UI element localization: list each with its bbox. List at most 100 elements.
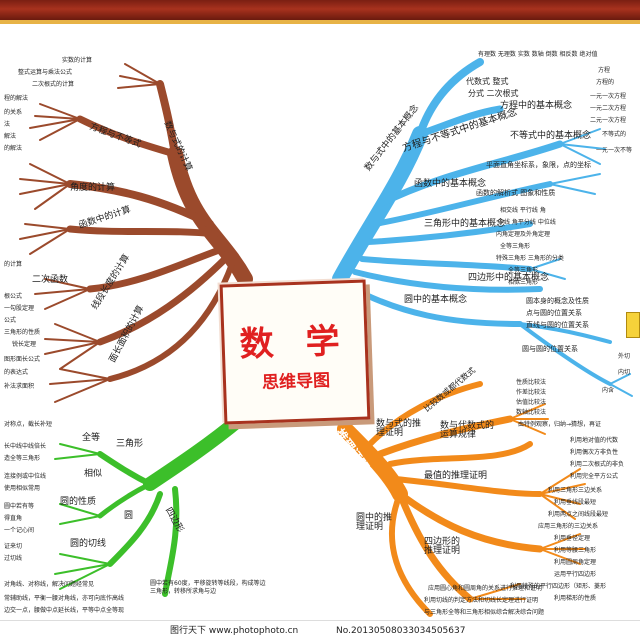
brown-sub-label: 角度的计算 — [70, 183, 116, 193]
blue-leaf: 全等三角形 — [500, 243, 531, 250]
orange-leaf: 利用完全平方公式 — [570, 473, 619, 480]
blue-sub-label: 三角形中的基本概念 — [424, 219, 506, 229]
brown-leaf: 一勾股定理 — [4, 305, 35, 312]
center-title: 数 学 — [239, 321, 351, 365]
green-leaf: 一个记心间 — [4, 527, 35, 534]
green-leaf: 圆中若有等 — [4, 503, 35, 510]
blue-leaf: 有理数 无理数 实数 数轴 倒数 相反数 绝对值 — [478, 51, 598, 58]
brown-leaf: 程的解法 — [4, 95, 29, 102]
blue-sub-label: 函数中的基本概念 — [414, 179, 487, 189]
brown-leaf: 根公式 — [4, 293, 23, 300]
blue-leaf: 外切 — [618, 353, 631, 360]
orange-branch-lines — [337, 381, 586, 617]
blue-branch-lines — [332, 58, 633, 397]
center-title-card: 数 学 思维导图 — [219, 279, 371, 425]
green-sub-label: 相似 — [84, 469, 103, 479]
blue-leaf: 二元一次方程 — [590, 117, 627, 124]
brown-leaf: 整式运算与乘法公式 — [18, 69, 73, 76]
blue-leaf: 相似三角形 — [508, 279, 539, 286]
blue-leaf: 代数式 整式 — [466, 77, 509, 86]
orange-leaf: 利用特殊的平行四边形（矩形、菱形 — [510, 583, 607, 590]
orange-leaf: 作差比较法 — [516, 389, 547, 396]
blue-sub-label: 圆本身的概念及性质 — [526, 297, 589, 305]
brown-leaf: 锐长定理 — [12, 341, 37, 348]
orange-sub-label: 数与式的推理证明 — [376, 419, 422, 438]
blue-leaf: 一元一次方程 — [590, 93, 627, 100]
green-sub-label: 圆的性质 — [60, 497, 97, 507]
brown-leaf: 的表达式 — [4, 369, 29, 376]
watermark-footer: 图行天下 www.photophoto.cn No.20130508033034… — [0, 620, 640, 641]
watermark-site: 图行天下 www.photophoto.cn — [170, 626, 299, 636]
orange-leaf: 利用梯形的性质 — [554, 595, 597, 602]
orange-leaf: 数轴比较法 — [516, 409, 547, 416]
green-sub-label: 全等 — [82, 433, 101, 443]
green-leaf: 对称点，截长补短 — [4, 421, 53, 428]
brown-leaf: 的解法 — [4, 145, 23, 152]
orange-leaf: 估值比较法 — [516, 399, 547, 406]
green-leaf: 过切线 — [4, 555, 23, 562]
blue-leaf: 方程 — [598, 67, 611, 74]
blue-leaf: 相交线 平行线 角 — [500, 207, 546, 214]
blue-leaf: 内角定理及外角定理 — [496, 231, 551, 238]
blue-sub-label: 圆中的基本概念 — [404, 295, 468, 305]
brown-leaf: 图形面长公式 — [4, 356, 41, 363]
orange-sub-label: 最值的推理证明 — [424, 471, 488, 481]
green-branch-lines — [54, 412, 247, 597]
green-leaf: 证来切 — [4, 543, 23, 550]
blue-sub-label: 点与圆的位置关系 — [526, 309, 582, 317]
orange-leaf: 利用地对值的代数 — [570, 437, 619, 444]
green-leaf: 对角线、对称线，解决问题经常见 — [4, 581, 95, 588]
brown-leaf: 的关系 — [4, 109, 23, 116]
blue-leaf: 全等三角形 — [508, 267, 539, 274]
blue-leaf: 一元一次不等 — [596, 147, 633, 154]
green-leaf: 得直角 — [4, 515, 23, 522]
green-leaf: 边交一点，腰做中点延长线，平等中点全等现 — [4, 607, 125, 614]
orange-leaf: 应用圆心角和圆周角的关系进行推理和证明 — [428, 585, 543, 592]
brown-leaf: 二次根式的计算 — [32, 81, 75, 88]
center-subtitle: 思维导图 — [261, 370, 331, 394]
orange-leaf: 由特例观察，归纳→猜想，再证 — [518, 421, 602, 428]
brown-leaf: 三角形的性质 — [4, 329, 41, 336]
orange-leaf: 利用等腰三角形 — [554, 547, 597, 554]
blue-sub-label: 直线与圆的位置关系 — [526, 321, 589, 329]
brown-leaf: 实数的计算 — [62, 57, 93, 64]
brown-leaf: 解法 — [4, 133, 17, 140]
orange-leaf: 利用两点之间线段最短 — [548, 511, 609, 518]
blue-sub-label: 方程中的基本概念 — [500, 101, 573, 111]
orange-sub-label: 四边形的推理证明 — [424, 537, 461, 556]
orange-leaf: 利用偶次方非负性 — [570, 449, 619, 456]
brown-leaf: 法 — [4, 121, 11, 128]
blue-leaf: 内含 — [602, 387, 615, 394]
watermark-id: No.20130508033034505637 — [336, 626, 466, 636]
orange-leaf: 利用三角形三边关系 — [548, 487, 603, 494]
blue-sub-label: 函数的解析式 图象和性质 — [476, 189, 556, 197]
green-sub-label: 圆 — [124, 511, 134, 521]
orange-leaf: 与三角形全等和三角形相似综合解决综合问题 — [424, 609, 545, 616]
green-leaf: 使用相似常用 — [4, 485, 41, 492]
blue-sub-label: 不等式中的基本概念 — [510, 131, 592, 141]
orange-leaf: 运用平行四边形 — [554, 571, 597, 578]
green-leaf: 连接例或中位线 — [4, 473, 47, 480]
blue-sub-label: 四边形中的基本概念 — [468, 273, 550, 283]
blue-sub-label: 平面直角坐标系，象限，点的坐标 — [486, 161, 591, 169]
pencil-icon — [626, 312, 640, 338]
orange-leaf: 利用切线的判定方法和切线长定理进行证明 — [424, 597, 539, 604]
brown-leaf: 补法求面积 — [4, 383, 35, 390]
orange-leaf: 性质比较法 — [516, 379, 547, 386]
brown-leaf: 公式 — [4, 317, 17, 324]
blue-leaf: 不等式的 — [602, 131, 627, 138]
blue-leaf: 内切 — [618, 369, 631, 376]
orange-leaf: 应用三角形的三边关系 — [538, 523, 599, 530]
blue-leaf: 中线 角平分线 中位线 — [498, 219, 556, 226]
blue-leaf: 分式 二次根式 — [468, 89, 519, 98]
brown-leaf: 的计算 — [4, 261, 23, 268]
green-leaf: 长中线中线倍长 — [4, 443, 47, 450]
branch-lines — [19, 58, 633, 617]
blue-leaf: 一元二次方程 — [590, 105, 627, 112]
orange-leaf: 利用圆周角定理 — [554, 559, 597, 566]
green-leaf: 造全等三角形 — [4, 455, 41, 462]
green-leaf: 圆中若有60度，平移旋转等线段，构成等边三角形，转移所求角与边 — [150, 580, 266, 595]
green-sub-label: 三角形 — [116, 439, 144, 449]
orange-sub-label: 数与代数式的运算规律 — [440, 421, 495, 440]
orange-leaf: 利用垂线段最短 — [554, 499, 597, 506]
